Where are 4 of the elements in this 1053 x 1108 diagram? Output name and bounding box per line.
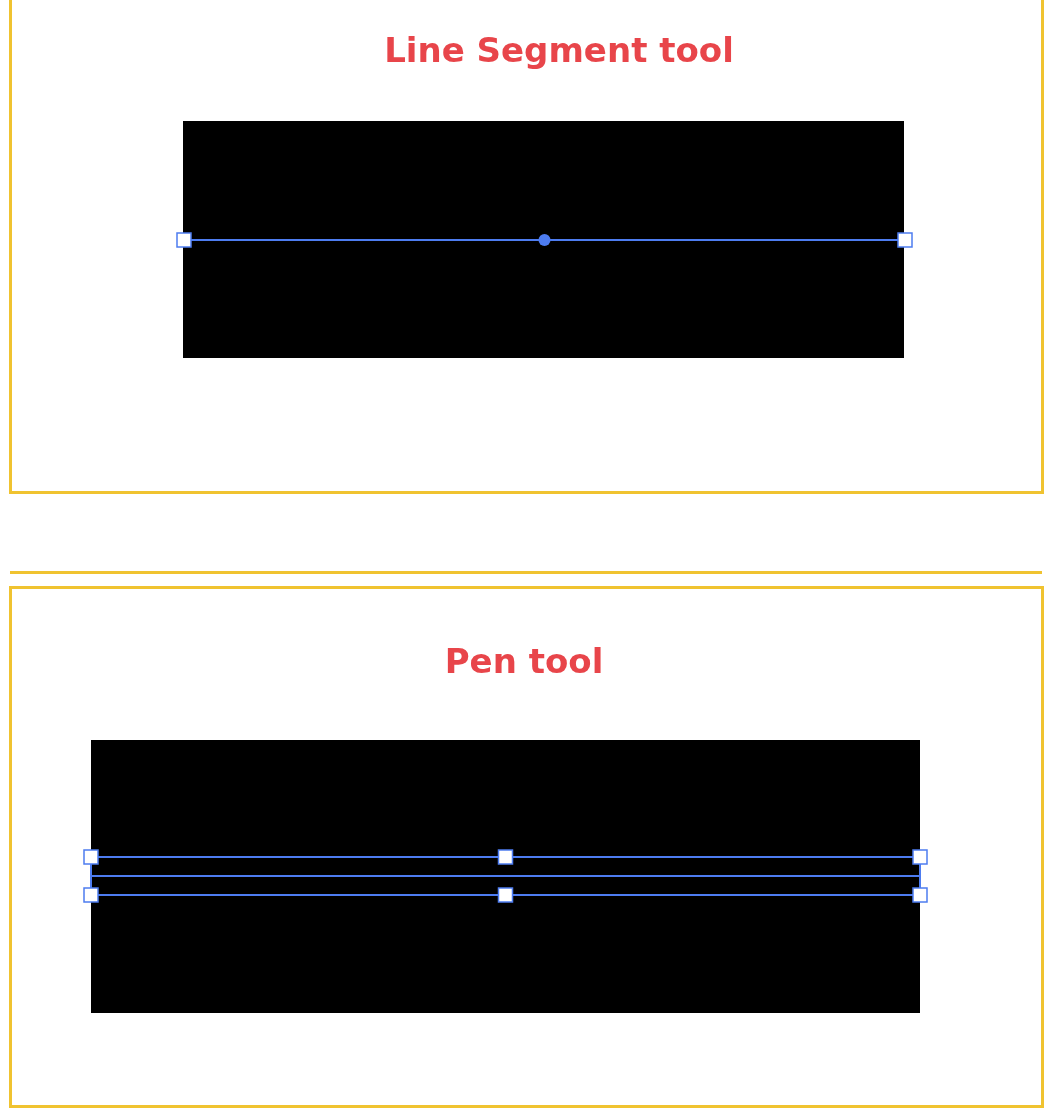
panel-heading: Pen tool xyxy=(444,641,604,681)
panel xyxy=(9,0,1044,494)
panel xyxy=(9,586,1044,1108)
panel-heading: Line Segment tool xyxy=(384,30,734,70)
